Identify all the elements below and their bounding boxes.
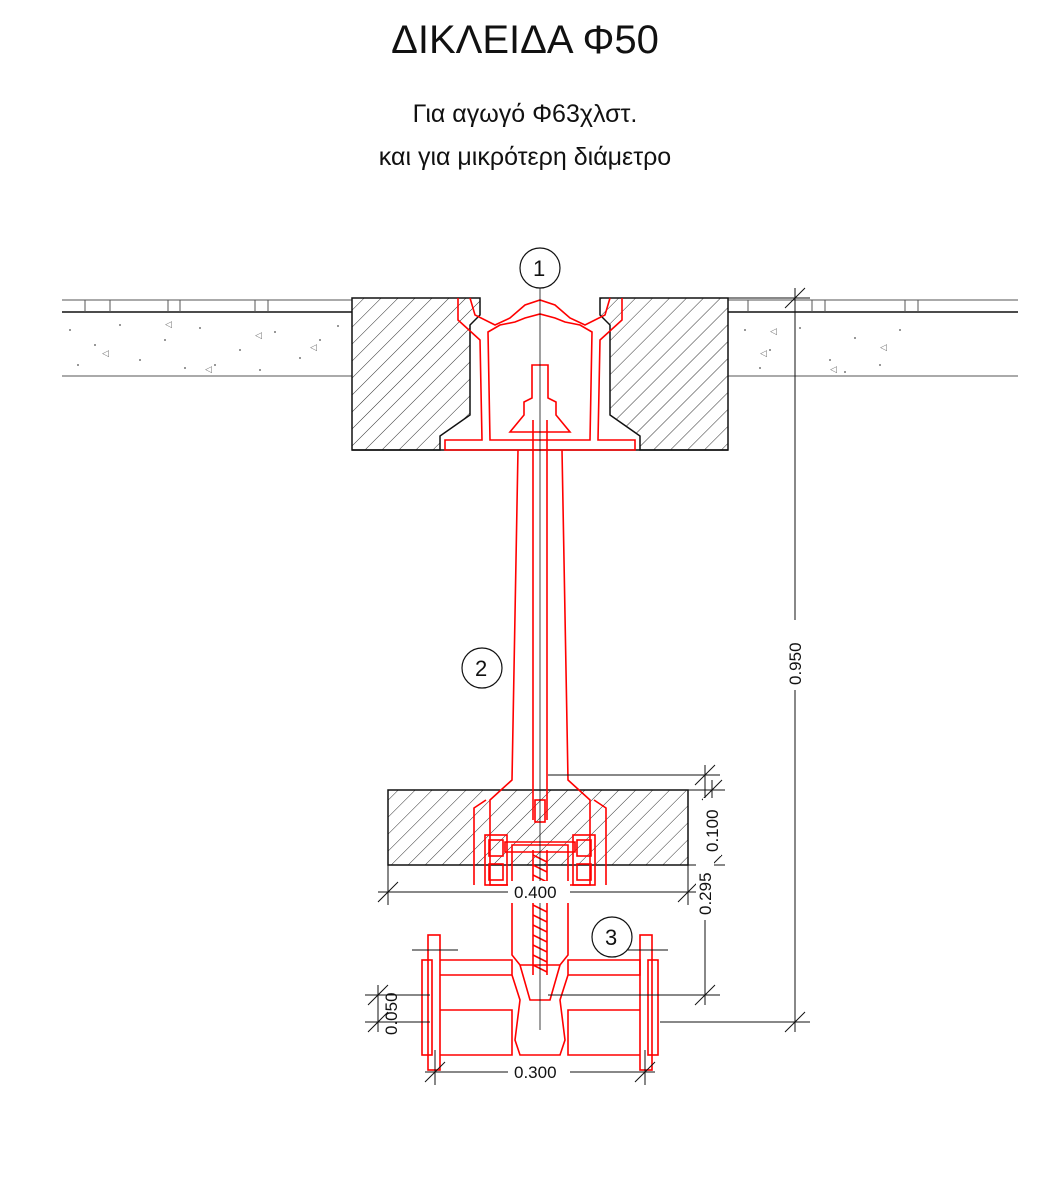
subtitle-line-1: Για αγωγό Φ63χλστ. [412, 100, 638, 128]
dim-base-height: 0.100 [703, 809, 722, 852]
dim-pipe-offset: 0.050 [382, 992, 401, 1035]
callout-2-label: 2 [475, 656, 487, 681]
ground-right [728, 299, 1018, 377]
svg-text:◁: ◁ [310, 343, 317, 353]
callout-1-label: 1 [533, 256, 545, 281]
drawing-title: ΔΙΚΛΕΙΔΑ Φ50 [391, 18, 659, 62]
subtitle-line-2: και για μικρότερη διάμετρο [378, 143, 672, 171]
dim-flange-width: 0.300 [514, 1063, 557, 1082]
gravel-texture: ◁ ◁ ◁ ◁ ◁ ◁ ◁ ◁ ◁ [69, 320, 901, 375]
callout-3: 3 [591, 916, 633, 958]
svg-text:◁: ◁ [770, 327, 777, 337]
svg-text:◁: ◁ [165, 320, 172, 330]
dim-total-height: 0.950 [786, 642, 805, 685]
svg-text:◁: ◁ [102, 349, 109, 359]
svg-text:◁: ◁ [205, 365, 212, 375]
base-slab [387, 789, 689, 866]
callout-3-label: 3 [605, 925, 617, 950]
valve-body [421, 297, 659, 1071]
svg-text:◁: ◁ [760, 349, 767, 359]
callout-2: 2 [461, 647, 503, 689]
svg-text:◁: ◁ [880, 343, 887, 353]
svg-text:◁: ◁ [830, 365, 837, 375]
svg-text:◁: ◁ [255, 331, 262, 341]
surround-block [351, 297, 729, 451]
dim-base-width: 0.400 [514, 883, 557, 902]
dim-spindle-length: 0.295 [696, 872, 715, 915]
ground-left [62, 299, 352, 377]
callout-1: 1 [519, 247, 561, 289]
